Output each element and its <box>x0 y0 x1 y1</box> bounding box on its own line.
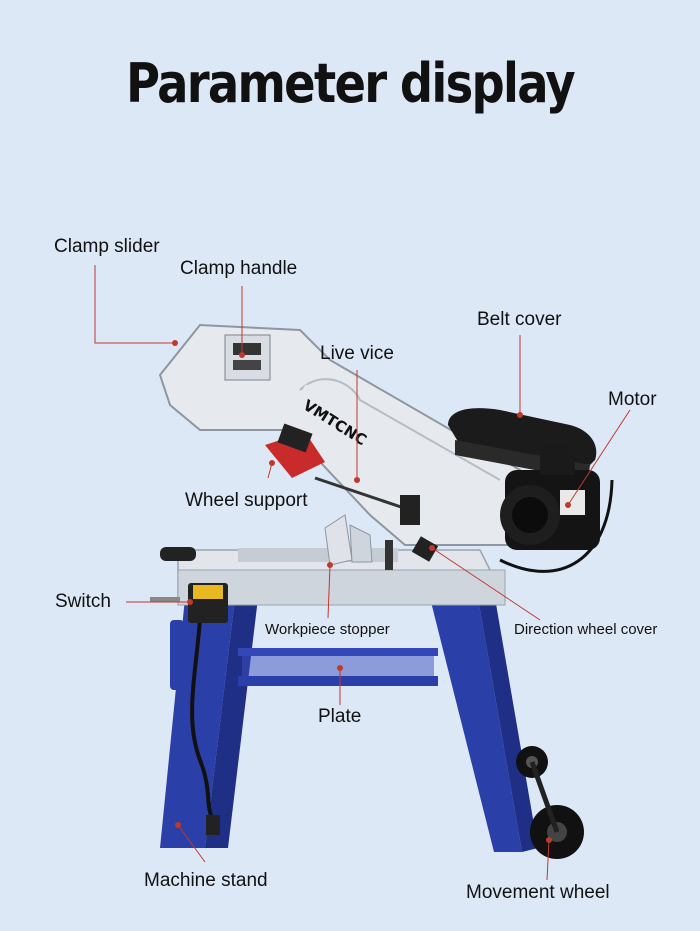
machine-stand <box>160 598 538 852</box>
label-motor: Motor <box>608 389 657 410</box>
machine-base <box>160 547 507 606</box>
label-belt-cover: Belt cover <box>477 309 562 330</box>
label-switch: Switch <box>55 591 111 612</box>
label-wheel-support: Wheel support <box>185 490 308 511</box>
page-title: Parameter display <box>126 52 576 115</box>
switch <box>150 583 228 623</box>
movement-wheel <box>516 746 584 859</box>
saw-arm <box>158 323 522 546</box>
label-machine-stand: Machine stand <box>144 870 268 891</box>
label-workpiece-stopper: Workpiece stopper <box>265 621 390 638</box>
label-plate: Plate <box>318 706 362 727</box>
live-vice <box>324 514 393 570</box>
leader-dots <box>172 340 571 843</box>
label-direction-wheel-cover: Direction wheel cover <box>514 621 658 638</box>
label-live-vice: Live vice <box>320 343 394 364</box>
label-clamp-slider: Clamp slider <box>54 236 160 257</box>
motor <box>500 445 600 550</box>
wheel-support <box>265 423 420 525</box>
label-movement-wheel: Movement wheel <box>466 882 610 903</box>
leader-lines <box>94 265 631 881</box>
label-clamp-handle: Clamp handle <box>180 258 298 279</box>
